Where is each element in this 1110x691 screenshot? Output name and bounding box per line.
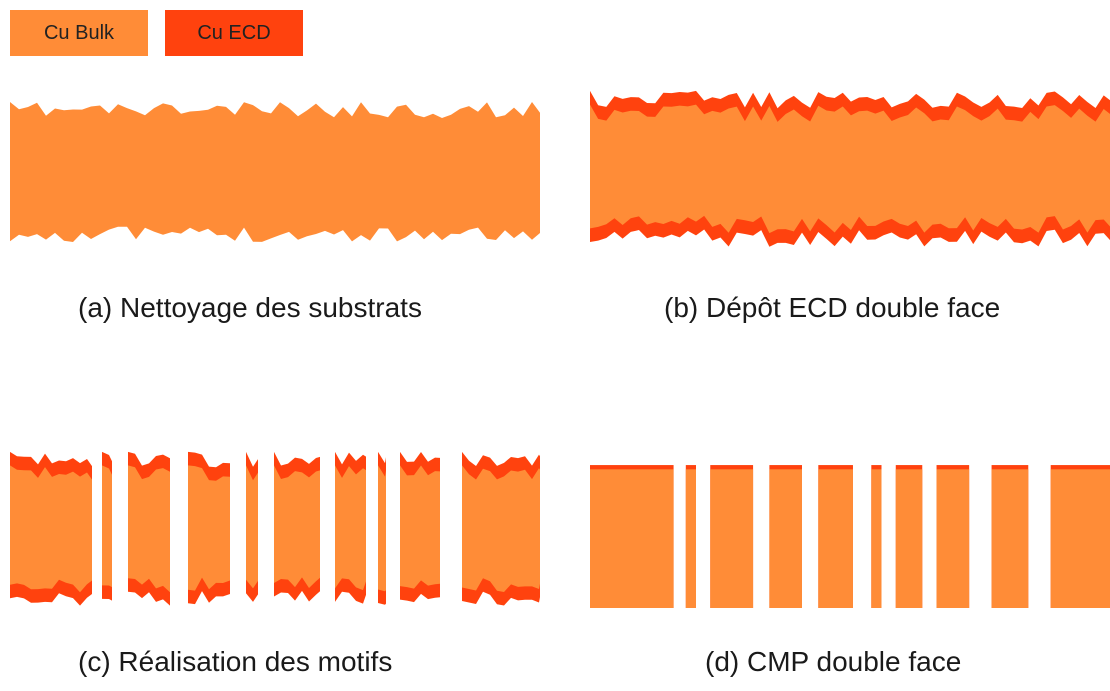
panel-c-patterning xyxy=(10,448,540,608)
panel-a-substrate-bulk xyxy=(10,102,540,242)
panel-d-segment-6-bulk xyxy=(871,469,882,608)
panel-b-drawing xyxy=(590,90,1110,247)
panel-d-segment-7-bulk xyxy=(895,469,923,608)
legend-cu-ecd: Cu ECD xyxy=(165,10,303,56)
panel-d-segment-3-bulk xyxy=(710,469,754,608)
panel-c-segment-6-bulk-core xyxy=(274,465,320,588)
legend-cu-bulk-label: Cu Bulk xyxy=(43,21,115,44)
panel-b-substrate-bulk-core xyxy=(590,104,1110,234)
panel-d-segment-10-bulk xyxy=(1050,469,1110,608)
panel-c-drawing xyxy=(10,451,540,606)
legend-cu-bulk: Cu Bulk xyxy=(10,10,148,56)
legend-cu-ecd-label: Cu ECD xyxy=(197,21,271,44)
panel-c-segment-4-bulk-core xyxy=(188,465,230,591)
panel-d-segment-5-bulk xyxy=(818,469,853,608)
caption-c: (c) Réalisation des motifs xyxy=(78,646,393,677)
panel-d-segment-2-bulk xyxy=(685,469,696,608)
panel-b-ecd-deposit xyxy=(590,88,1110,248)
panel-d-segment-4-bulk xyxy=(769,469,802,608)
caption-d: (d) CMP double face xyxy=(705,646,962,677)
panel-c-segment-5-bulk-core xyxy=(246,465,258,589)
panel-c-segment-1-bulk-core xyxy=(10,465,92,593)
panel-c-segment-3-bulk-core xyxy=(128,465,170,593)
panel-c-segment-7-bulk-core xyxy=(335,465,366,591)
panel-a-substrate-cleaning xyxy=(10,92,540,252)
panel-d-segment-8-bulk xyxy=(936,469,970,608)
panel-c-segment-8-bulk-core xyxy=(378,465,386,592)
panel-c-segment-10-bulk-core xyxy=(462,465,540,592)
panel-a-drawing xyxy=(10,102,540,242)
panel-d-segment-9-bulk xyxy=(991,469,1029,608)
panel-c-segment-2-bulk-core xyxy=(102,465,112,588)
panel-d-cmp xyxy=(590,448,1110,608)
panel-d-segment-1-bulk xyxy=(590,469,674,608)
caption-a: (a) Nettoyage des substrats xyxy=(78,292,422,323)
panel-c-segment-9-bulk-core xyxy=(400,465,440,589)
caption-b: (b) Dépôt ECD double face xyxy=(664,292,1001,323)
panel-d-drawing xyxy=(590,465,1110,608)
